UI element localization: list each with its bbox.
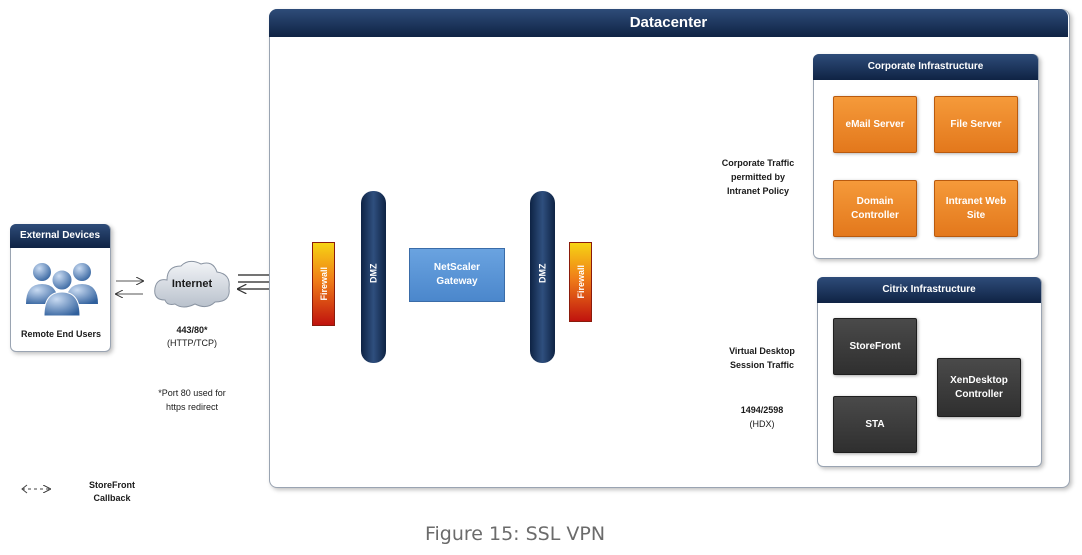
- port80-note-line1: *Port 80 used for: [158, 388, 226, 398]
- firewall-inner-label: Firewall: [575, 265, 586, 299]
- domain-controller-line2: Controller: [851, 209, 899, 221]
- storefront-box: StoreFront: [833, 318, 917, 375]
- intranet-web-site-line2: Site: [966, 209, 986, 221]
- dmz-outer-label: DMZ: [368, 263, 379, 283]
- internet-cloud-icon: [154, 260, 230, 308]
- datacenter-title: Datacenter: [269, 9, 1068, 37]
- gateway-line1: NetScaler: [433, 262, 481, 273]
- internet-ports: 443/80*: [176, 325, 208, 335]
- intranet-web-site-line1: Intranet Web: [945, 195, 1007, 207]
- citrix-infrastructure-title: Citrix Infrastructure: [817, 277, 1041, 303]
- intranet-web-site-box: Intranet Web Site: [934, 180, 1018, 237]
- xendesktop-line2: Controller: [955, 388, 1003, 400]
- email-server-label: eMail Server: [845, 118, 905, 130]
- file-server-label: File Server: [950, 118, 1002, 130]
- file-server-box: File Server: [934, 96, 1018, 153]
- gateway-line2: Gateway: [436, 276, 478, 287]
- legend-storefront-callback-line1: StoreFront: [89, 480, 135, 490]
- external-devices-title: External Devices: [10, 224, 110, 248]
- corporate-infrastructure-title: Corporate Infrastructure: [813, 54, 1038, 80]
- internet-protocol: (HTTP/TCP): [167, 338, 217, 348]
- sta-box: STA: [833, 396, 917, 453]
- xendesktop-controller-box: XenDesktop Controller: [937, 358, 1021, 417]
- corporate-traffic-line3: Intranet Policy: [726, 186, 789, 196]
- internet-label: Internet: [171, 278, 213, 290]
- dmz-inner-label: DMZ: [537, 263, 548, 283]
- storefront-label: StoreFront: [849, 340, 901, 352]
- dmz-outer-bar: [361, 191, 386, 363]
- email-server-box: eMail Server: [833, 96, 917, 153]
- domain-controller-line1: Domain: [856, 195, 894, 207]
- firewall-outer-label: Firewall: [318, 267, 329, 301]
- corporate-traffic-line1: Corporate Traffic: [721, 158, 795, 168]
- corporate-traffic-line2: permitted by: [730, 172, 785, 182]
- firewall-inner: Firewall: [569, 242, 592, 322]
- figure-caption: Figure 15: SSL VPN: [424, 523, 606, 545]
- citrix-protocol: (HDX): [749, 419, 775, 429]
- users-icon: [26, 263, 98, 317]
- domain-controller-box: Domain Controller: [833, 180, 917, 237]
- sta-label: STA: [865, 418, 885, 430]
- netscaler-gateway: NetScaler Gateway: [409, 248, 505, 302]
- port80-note-line2: https redirect: [165, 402, 219, 412]
- legend-storefront-callback-line2: Callback: [93, 493, 131, 503]
- dmz-inner-bar: [530, 191, 555, 363]
- xendesktop-line1: XenDesktop: [950, 374, 1008, 386]
- citrix-traffic-line2: Session Traffic: [729, 360, 795, 370]
- citrix-ports: 1494/2598: [740, 405, 784, 415]
- citrix-traffic-line1: Virtual Desktop: [729, 346, 795, 356]
- firewall-outer: Firewall: [312, 242, 335, 326]
- remote-end-users-label: Remote End Users: [20, 329, 102, 339]
